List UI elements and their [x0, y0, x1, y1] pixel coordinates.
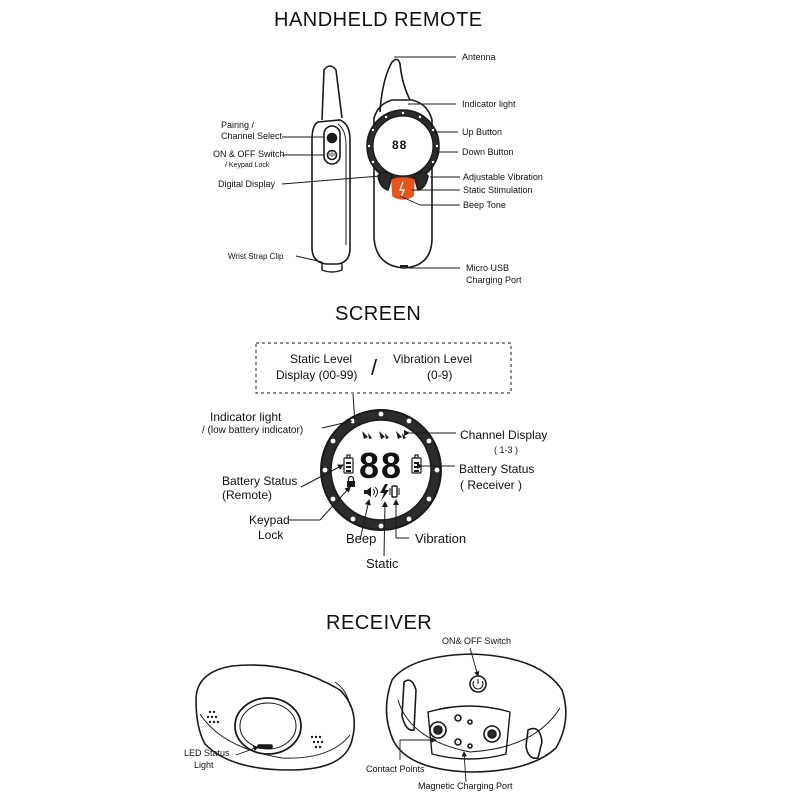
- label-battery-receiver: Battery Status: [459, 462, 535, 476]
- label-channel-display: Channel Display: [460, 428, 548, 442]
- label-battery-receiver-sub: ( Receiver ): [460, 478, 523, 492]
- label-pairing: Pairing /: [221, 120, 255, 130]
- receiver-back-view: [385, 653, 567, 773]
- label-low-battery-indicator: / (low battery indicator): [202, 425, 304, 436]
- receiver-leader-lines: [235, 647, 480, 783]
- label-indicator-light: Indicator light: [462, 99, 516, 109]
- label-keypad-lock-remote: / Keypad Lock: [225, 162, 270, 169]
- label-charging-port: Charging Port: [466, 275, 522, 285]
- label-receiver-onoff: ON& OFF Switch: [442, 636, 512, 646]
- remote-side-view: [311, 65, 351, 273]
- label-battery-remote-sub: (Remote): [222, 488, 273, 502]
- screen-section-title: SCREEN: [335, 303, 422, 325]
- label-wrist-strap-clip: Wrist Strap Clip: [228, 252, 284, 261]
- label-vibration: Vibration: [415, 531, 467, 546]
- screen-leader-lines: [289, 393, 456, 557]
- label-antenna: Antenna: [462, 52, 496, 62]
- remote-leader-lines: [281, 56, 460, 269]
- label-led-light: Light: [194, 760, 214, 770]
- receiver-front-view: [195, 664, 356, 771]
- remote-section-title: HANDHELD REMOTE: [274, 9, 483, 31]
- label-static-stimulation: Static Stimulation: [463, 185, 533, 195]
- receiver-section-title: RECEIVER: [326, 612, 433, 634]
- label-contact-points: Contact Points: [366, 764, 425, 774]
- remote-display-digits: 88: [392, 138, 408, 152]
- label-static: Static: [366, 556, 399, 571]
- screen-closeup: [320, 409, 442, 531]
- label-onoff-switch: ON & OFF Switch: [213, 149, 285, 159]
- label-channel-range: ( 1-3 ): [494, 445, 519, 455]
- label-led-status: LED Status: [184, 748, 230, 758]
- label-vibration-range: (0-9): [427, 368, 453, 382]
- label-digital-display: Digital Display: [218, 179, 276, 189]
- label-vibration-level: Vibration Level: [393, 352, 473, 366]
- remote-front-view: [366, 58, 440, 269]
- label-beep: Beep: [346, 531, 377, 546]
- label-magnetic-charging-port: Magnetic Charging Port: [418, 781, 513, 791]
- screen-display-digits: 88: [359, 445, 404, 486]
- label-up-button: Up Button: [462, 127, 503, 137]
- level-box: [255, 342, 512, 394]
- label-battery-remote: Battery Status: [222, 474, 298, 488]
- label-down-button: Down Button: [462, 147, 514, 157]
- label-static-display-range: Display (00-99): [276, 368, 358, 382]
- label-static-level: Static Level: [290, 352, 353, 366]
- label-channel-select: Channel Select: [221, 131, 283, 141]
- label-keypad: Keypad: [249, 513, 290, 527]
- label-screen-indicator-light: Indicator light: [210, 410, 282, 424]
- label-keypad-lock: Lock: [258, 528, 284, 542]
- label-beep-tone: Beep Tone: [463, 200, 506, 210]
- label-micro-usb: Micro USB: [466, 263, 510, 273]
- label-adjustable-vibration: Adjustable Vibration: [463, 172, 543, 182]
- level-box-slash: /: [371, 355, 378, 380]
